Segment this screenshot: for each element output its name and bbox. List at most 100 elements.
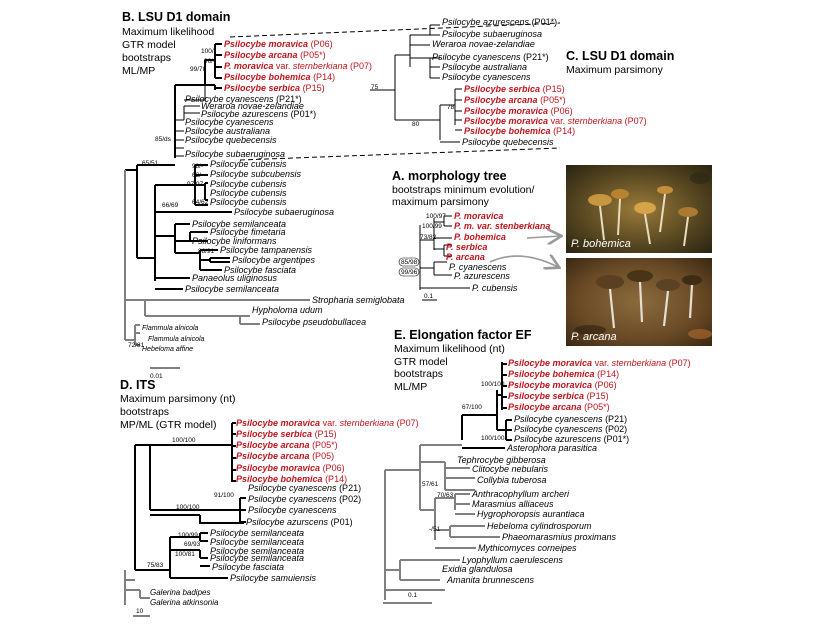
e-scale-label: 0.1: [408, 592, 417, 599]
b-support: 64/62: [192, 199, 209, 206]
c-taxon: Psilocybe moravica (P06): [464, 106, 573, 116]
d-taxon: Psilocybe arcana (P05): [236, 451, 334, 461]
panel-c: C. LSU D1 domain Maximum parsimony Psilo…: [370, 17, 674, 147]
b-taxon: Psilocybe semilanceata: [185, 284, 279, 294]
e-taxon: Psilocybe arcana (P05*): [508, 402, 610, 412]
panel-e-support: bootstraps: [394, 368, 443, 380]
a-taxon: P. arcana: [446, 252, 485, 262]
panel-e-model: GTR model: [394, 356, 448, 368]
d-taxon: Psilocybe semilanceata: [210, 546, 304, 556]
panel-b: B. LSU D1 domain Maximum likelihood GTR …: [122, 10, 405, 380]
panel-e: E. Elongation factor EF Maximum likeliho…: [383, 328, 691, 604]
b-taxon: Psilocybe argentipes: [232, 255, 316, 265]
d-support: 69/93: [184, 541, 201, 548]
c-taxon: Psilocybe cyanescens: [442, 72, 531, 82]
c-taxon: Psilocybe australiana: [442, 62, 527, 72]
panel-d-method: Maximum parsimony (nt): [120, 393, 236, 405]
panel-c-labels: Psilocybe azurescens (P01*) Psilocybe su…: [371, 17, 647, 147]
a-taxon: P. m. var. stenberkiana: [454, 221, 550, 231]
d-taxon: Psilocybe semilanceata: [210, 553, 304, 563]
c-support: 80: [412, 121, 420, 128]
e-taxon: Psilocybe bohemica (P14): [508, 369, 619, 379]
a-taxon: P. serbica: [446, 242, 487, 252]
e-taxon: Asterophora parasitica: [506, 443, 597, 453]
d-taxon: Psilocybe cyanescens (P21): [248, 483, 361, 493]
photo-caption-arcana: P. arcana: [571, 331, 617, 343]
panel-a-method: bootstraps minimum evolution/: [392, 184, 534, 196]
panel-e-method: Maximum likelihood (nt): [394, 343, 505, 355]
b-support: 98/-: [192, 163, 203, 170]
c-taxon: Psilocybe quebecensis: [462, 137, 554, 147]
photo-caption-bohemica: P. bohemica: [571, 238, 631, 250]
b-taxon: Psilocybe tampanensis: [220, 245, 313, 255]
d-taxon: Psilocybe moravica var. sternberkiana (P…: [236, 418, 419, 428]
panel-a: A. morphology tree bootstraps minimum ev…: [392, 165, 712, 346]
b-taxon: Weraroa novae-zelandiae: [201, 101, 304, 111]
photo-arcana: P. arcana: [566, 258, 712, 346]
b-taxon: Psilocybe pseudobullacea: [262, 317, 366, 327]
e-taxon: Hygrophoropsis aurantiaca: [477, 509, 585, 519]
e-taxon: Psilocybe moravica (P06): [508, 380, 617, 390]
e-support: 67/100: [462, 404, 482, 411]
panel-e-order: ML/MP: [394, 381, 427, 393]
b-taxon: Flammula alnicola: [142, 325, 199, 332]
e-taxon: Phaeomarasmius proximans: [502, 532, 617, 542]
panel-c-method: Maximum parsimony: [566, 64, 664, 76]
panel-e-labels: Psilocybe moravica var. sternberkiana (P…: [422, 358, 691, 585]
c-taxon: Psilocybe azurescens (P01*): [442, 17, 557, 27]
d-taxon: Psilocybe moravica (P06): [236, 463, 345, 473]
a-support: 100/97: [426, 213, 446, 220]
c-support: 78: [447, 104, 455, 111]
e-taxon: Clitocybe nebularis: [472, 464, 549, 474]
b-taxon: Psilocybe cubensis: [210, 188, 287, 198]
a-support: 73/82: [420, 234, 437, 241]
e-taxon: Psilocybe cyanescens (P02): [514, 424, 627, 434]
b-taxon: Psilocybe cubensis: [210, 159, 287, 169]
e-taxon: Psilocybe azurescens (P01*): [514, 434, 629, 444]
b-support: 66/69: [162, 202, 179, 209]
d-taxon: Psilocybe semilanceata: [210, 537, 304, 547]
d-taxon: Psilocybe azurscens (P01): [246, 517, 353, 527]
panel-a-labels: P. moravica P. m. var. stenberkiana P. b…: [398, 211, 550, 293]
b-taxon: Psilocybe subcubensis: [210, 169, 302, 179]
b-support: 99/78: [190, 66, 207, 73]
b-taxon: Psilocybe serbica (P15): [224, 83, 325, 93]
e-taxon: Collybia tuberosa: [477, 475, 547, 485]
panel-b-model: GTR model: [122, 39, 176, 51]
b-taxon: Psilocybe arcana (P05*): [224, 50, 326, 60]
e-taxon: Psilocybe cyanescens (P21): [514, 414, 627, 424]
a-taxon: P. cubensis: [472, 283, 518, 293]
b-support: 97/97: [187, 181, 204, 188]
b-taxon: Psilocybe fimetaria: [210, 227, 286, 237]
d-support: 75/83: [147, 562, 164, 569]
d-scale-label: 10: [136, 608, 144, 615]
e-taxon: Psilocybe moravica var. sternberkiana (P…: [508, 358, 691, 368]
e-taxon: Tephrocybe gibberosa: [457, 455, 546, 465]
e-taxon: Lyophyllum caerulescens: [462, 555, 563, 565]
c-taxon: Psilocybe cyanescens (P21*): [432, 52, 549, 62]
photo-bohemica: P. bohemica: [566, 165, 712, 253]
d-taxon: Psilocybe cyanescens (P02): [248, 494, 361, 504]
a-taxon: P. bohemica: [454, 232, 506, 242]
b-support: 85/ds: [155, 136, 172, 143]
a-support: 85/98: [401, 259, 418, 266]
b-taxon: Psilocybe australiana: [185, 126, 270, 136]
b-taxon: Flammula alnicola: [148, 336, 205, 343]
b-taxon: Psilocybe cubensis: [210, 197, 287, 207]
arrow-to-arcana-photo: [489, 256, 558, 267]
b-taxon: Psilocybe subaeruginosa: [234, 207, 334, 217]
b-taxon: Psilocybe cyanescens: [185, 117, 274, 127]
e-taxon: Mythicomyces corneipes: [478, 543, 577, 553]
e-taxon: Marasmius alliaceus: [472, 499, 554, 509]
panel-a-method2: maximum parsimony: [392, 196, 490, 208]
b-support: 65/51: [142, 160, 159, 167]
e-taxon: Psilocybe serbica (P15): [508, 391, 609, 401]
b-taxon: Hypholoma udum: [252, 305, 323, 315]
c-support: 75: [371, 84, 379, 91]
d-taxon: Psilocybe samuiensis: [230, 573, 317, 583]
b-taxon: P. moravica var. sternberkiana (P07): [224, 61, 372, 71]
c-taxon: Psilocybe moravica var. sternberkiana (P…: [464, 116, 647, 126]
b-taxon: Psilocybe liniformans: [192, 236, 277, 246]
